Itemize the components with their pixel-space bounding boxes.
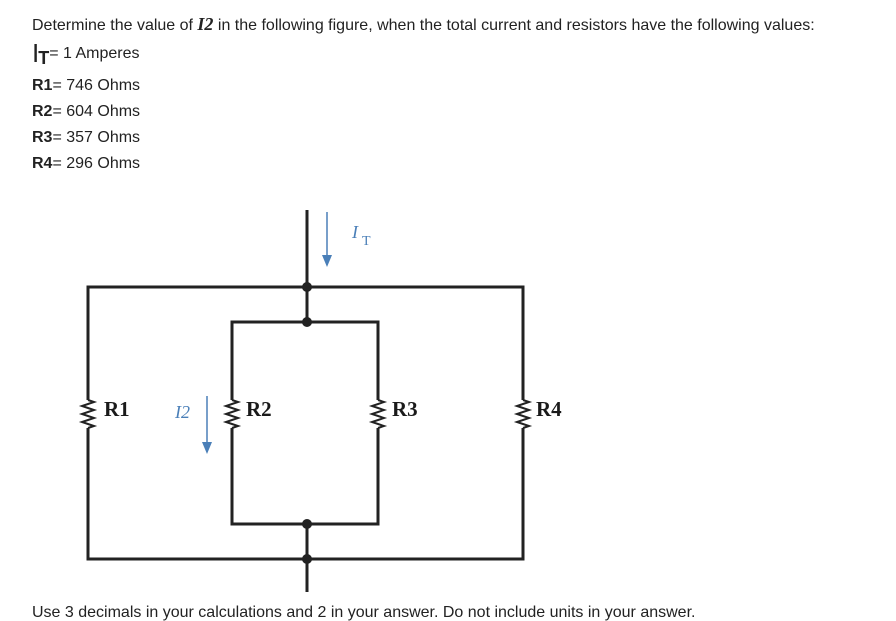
- inner-bottom-wire: [230, 428, 380, 526]
- question-variable: I2: [197, 14, 214, 34]
- r2-figure-label: R2: [246, 397, 272, 421]
- it-subscript: T: [38, 48, 50, 68]
- r3-resistor: [368, 399, 388, 429]
- circuit-wires: [78, 210, 533, 592]
- junction-dot: [302, 282, 312, 292]
- r1-resistor: [78, 399, 98, 429]
- r2-value: = 604 Ohms: [52, 103, 141, 120]
- i2-arrow-head: [202, 442, 212, 454]
- question-prefix: Determine the value of: [32, 17, 198, 34]
- it-value: = 1 Amperes: [49, 45, 140, 62]
- i2-figure-label: I2: [174, 402, 190, 422]
- r4-label: R4: [32, 155, 53, 172]
- r2-label: R2: [32, 103, 53, 120]
- circuit-diagram: I T I2 R1 R2 R3 R4: [78, 210, 562, 592]
- question-suffix: in the following figure, when the total …: [213, 17, 815, 34]
- given-r4: R4= 296 Ohms: [32, 154, 140, 174]
- instructions-footer: Use 3 decimals in your calculations and …: [32, 604, 696, 621]
- r4-resistor: [513, 399, 533, 429]
- it-figure-symbol: I: [351, 222, 359, 242]
- r1-value: = 746 Ohms: [52, 77, 141, 94]
- it-arrow-head: [322, 255, 332, 267]
- junction-dot: [302, 554, 312, 564]
- given-r1: R1= 746 Ohms: [32, 76, 140, 96]
- r3-figure-label: R3: [392, 397, 418, 421]
- it-figure-subscript: T: [362, 234, 371, 249]
- r3-label: R3: [32, 129, 53, 146]
- given-r2: R2= 604 Ohms: [32, 102, 140, 122]
- given-total-current: IT= 1 Amperes: [32, 40, 140, 68]
- junction-dot: [302, 519, 312, 529]
- r3-value: = 357 Ohms: [52, 129, 141, 146]
- r1-figure-label: R1: [104, 397, 130, 421]
- given-r3: R3= 357 Ohms: [32, 128, 140, 148]
- r2-resistor: [222, 399, 242, 429]
- question-text: Determine the value of I2 in the followi…: [32, 13, 815, 37]
- r4-figure-label: R4: [536, 397, 562, 421]
- r4-value: = 296 Ohms: [52, 155, 141, 172]
- r1-label: R1: [32, 77, 53, 94]
- it-symbol: I: [32, 38, 39, 68]
- inner-top-wire: [230, 320, 380, 400]
- junction-dot: [302, 317, 312, 327]
